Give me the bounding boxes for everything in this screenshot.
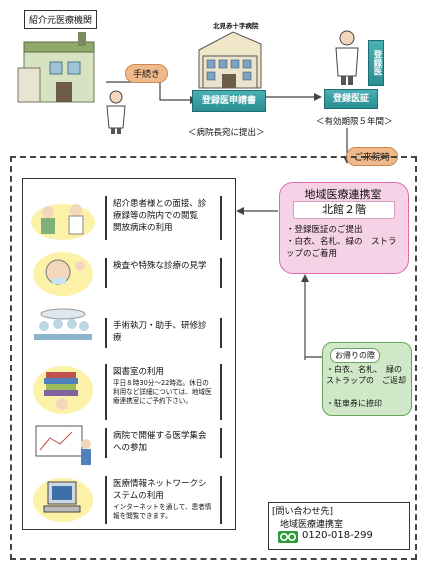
return-bullet-1: ・白衣、名札、 緑のストラップの ご返却 <box>326 365 406 385</box>
arrow-to-certificate <box>266 93 322 101</box>
contact-title: [問い合わせ先] <box>272 507 334 517</box>
item-4-title: 図書室の利用 <box>113 367 165 377</box>
network-illustration-icon <box>33 478 93 522</box>
item-6-sub: インターネットを通して、患者情報を閲覧できます。 <box>113 503 212 520</box>
hospital-name: 北見赤十字病院 <box>213 22 259 30</box>
item-6: 医療情報ネットワークシステムの利用 インターネットを通して、患者情報を閲覧できま… <box>105 476 222 524</box>
return-title: お帰りの際 <box>330 348 380 363</box>
conference-illustration-icon <box>35 425 91 465</box>
application-caption: ＜病院長宛に提出＞ <box>188 128 265 138</box>
item-5: 病院で開催する医学集会への参加 <box>105 428 222 458</box>
certificate-box: 登録医証 <box>324 89 378 109</box>
certificate-caption: ＜有効期限５年間＞ <box>316 117 393 127</box>
office-bullet-1: ・登録医証のご提出 <box>286 225 363 235</box>
arrow-up-office <box>301 274 309 360</box>
return-bullet-2: ・駐車券に捺印 <box>326 399 382 408</box>
item-2-title: 検査や特殊な診療の見学 <box>113 261 207 271</box>
regional-office-box <box>279 182 409 274</box>
registered-doctor-sign: 登録医 <box>368 40 384 86</box>
item-1: 紹介患者様との面接、診療録等の院内での閲覧 開放病床の利用 <box>105 196 222 240</box>
office-bullet-2: ・白衣、名札、緑の ストラップのご着用 <box>286 237 397 259</box>
office-location: 北館２階 <box>293 201 395 219</box>
item-4-sub: 平日８時30分～22時迄。休日の利用など詳細については、地域医療連携室にご予約下… <box>113 379 212 405</box>
consultation-illustration-icon <box>31 204 95 240</box>
doctor-figure-icon <box>106 90 126 134</box>
hospital-building-icon <box>198 31 262 89</box>
referrer-label: 紹介元医療機関 <box>24 10 98 29</box>
examination-illustration-icon <box>33 252 93 296</box>
item-3: 手術執刀・助手、研修診療 <box>105 318 222 348</box>
office-title: 地域医療連携室 <box>304 188 382 201</box>
freedial-icon <box>278 531 298 543</box>
item-4: 図書室の利用 平日８時30分～22時迄。休日の利用など詳細については、地域医療連… <box>105 364 222 420</box>
item-6-title: 医療情報ネットワークシステムの利用 <box>113 479 207 501</box>
item-3-title: 手術執刀・助手、研修診療 <box>113 321 207 343</box>
hospital-frame <box>10 156 417 560</box>
contact-phone[interactable]: 0120-018-299 <box>302 530 373 541</box>
procedure-tag: 手続き <box>125 64 169 83</box>
item-5-title: 病院で開催する医学集会への参加 <box>113 431 207 453</box>
arrow-to-panel <box>236 207 278 215</box>
library-illustration-icon <box>33 366 93 414</box>
registered-doctor-icon <box>335 30 359 85</box>
item-2: 検査や特殊な診療の見学 <box>105 258 222 288</box>
clinic-building-icon <box>17 32 95 103</box>
contact-name: 地域医療連携室 <box>280 520 344 530</box>
surgery-illustration-icon <box>34 308 92 340</box>
application-form-box: 登録医申請書 <box>192 90 266 112</box>
item-1-title: 紹介患者様との面接、診療録等の院内での閲覧 開放病床の利用 <box>113 199 207 233</box>
